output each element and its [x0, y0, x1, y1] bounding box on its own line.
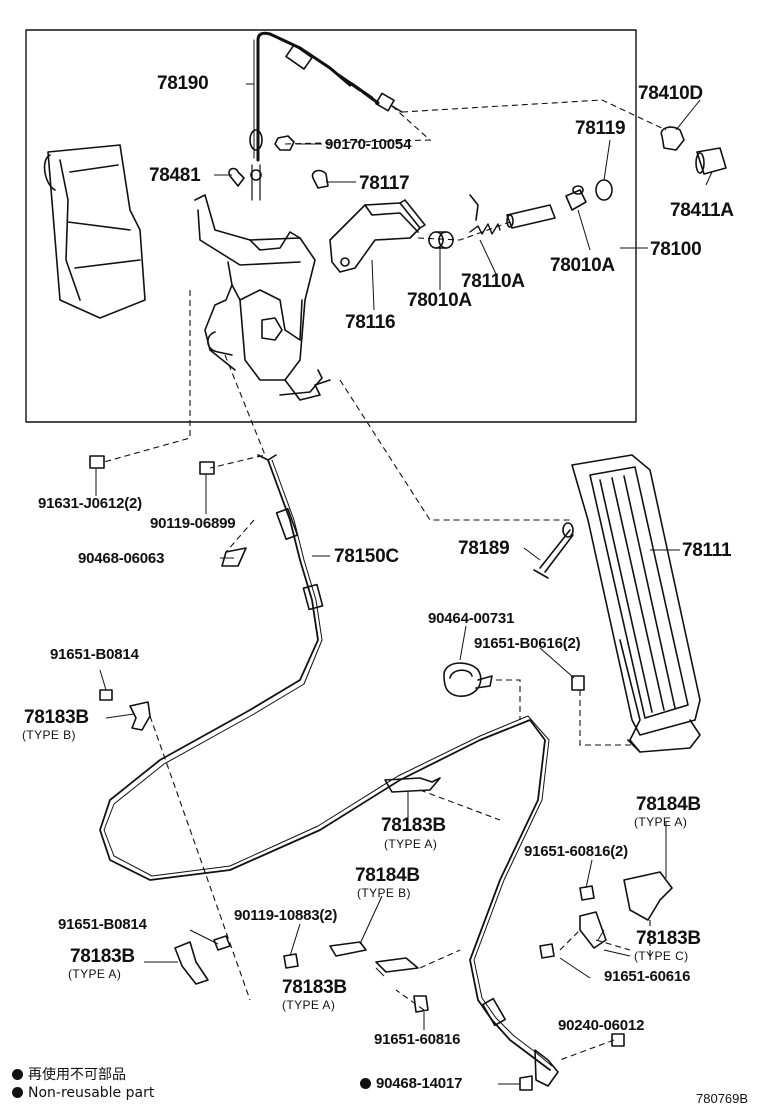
part-78100[interactable]: 78100 — [650, 239, 702, 260]
part-90468-14017[interactable]: 90468-14017 — [360, 1076, 462, 1091]
assembly-frame — [25, 29, 637, 423]
part-90468-06063[interactable]: 90468-06063 — [78, 550, 165, 567]
part-91651-60816-2[interactable]: 91651-60816(2) — [524, 843, 628, 860]
part-78410D[interactable]: 78410D — [638, 83, 703, 104]
part-78189[interactable]: 78189 — [458, 538, 510, 559]
part-78411A[interactable]: 78411A — [670, 200, 734, 221]
part-90119-10883[interactable]: 90119-10883(2) — [234, 907, 338, 924]
legend-dot — [12, 1087, 23, 1098]
part-78183B-type-a-left[interactable]: 78183B — [70, 946, 135, 967]
part-90464-00731[interactable]: 90464-00731 — [428, 610, 515, 627]
part-78183B-type-a-low[interactable]: 78183B — [282, 977, 347, 998]
non-reusable-marker — [360, 1078, 371, 1089]
part-78183B-type-c[interactable]: 78183B — [636, 928, 701, 949]
part-78111[interactable]: 78111 — [682, 540, 732, 561]
part-78010A-left[interactable]: 78010A — [407, 290, 472, 311]
type-a-label-low: (TYPE A) — [282, 998, 336, 1012]
part-78184B-type-b[interactable]: 78184B — [355, 865, 420, 886]
part-91651-B0616[interactable]: 91651-B0616(2) — [474, 635, 581, 652]
part-78183B-type-b[interactable]: 78183B — [24, 707, 89, 728]
part-91651-60616[interactable]: 91651-60616 — [604, 968, 691, 985]
figure-code: 780769B — [696, 1091, 749, 1106]
legend-dot — [12, 1069, 23, 1080]
part-91651-B0814-top[interactable]: 91651-B0814 — [50, 646, 139, 663]
part-91631-J0612[interactable]: 91631-J0612(2) — [38, 495, 142, 512]
part-78110A[interactable]: 78110A — [461, 271, 525, 292]
type-c-label: (TYPE C) — [634, 949, 689, 963]
type-a-label-right: (TYPE A) — [634, 815, 688, 829]
part-91651-60816[interactable]: 91651-60816 — [374, 1031, 461, 1048]
part-78183B-type-a-mid[interactable]: 78183B — [381, 815, 446, 836]
legend-english: Non-reusable part — [12, 1085, 154, 1101]
part-78184B-type-a[interactable]: 78184B — [636, 794, 701, 815]
type-a-label-left: (TYPE A) — [68, 967, 122, 981]
part-78150C[interactable]: 78150C — [334, 546, 399, 567]
part-78481[interactable]: 78481 — [149, 165, 201, 186]
cable-78150C — [99, 459, 551, 1071]
heat-shield — [47, 144, 146, 319]
type-b-label-1: (TYPE B) — [22, 728, 76, 742]
part-90119-06899[interactable]: 90119-06899 — [150, 515, 236, 532]
part-78117[interactable]: 78117 — [359, 173, 410, 194]
part-78119[interactable]: 78119 — [575, 118, 626, 139]
legend-japanese-text: 再使用不可部品 — [28, 1067, 126, 1083]
part-78010A-right[interactable]: 78010A — [550, 255, 615, 276]
part-90468-14017-text: 90468-14017 — [376, 1075, 463, 1092]
legend-japanese: 再使用不可部品 — [12, 1064, 126, 1084]
part-91651-B0814-bottom[interactable]: 91651-B0814 — [58, 916, 147, 933]
part-78116[interactable]: 78116 — [345, 312, 396, 333]
part-90240-06012[interactable]: 90240-06012 — [558, 1017, 645, 1034]
legend-english-text: Non-reusable part — [28, 1085, 155, 1101]
type-a-label-mid: (TYPE A) — [384, 837, 438, 851]
type-b-label-2: (TYPE B) — [357, 886, 411, 900]
part-90170-10054[interactable]: 90170-10054 — [325, 136, 412, 153]
part-78190[interactable]: 78190 — [157, 73, 209, 94]
accelerator-pedal — [571, 454, 701, 736]
